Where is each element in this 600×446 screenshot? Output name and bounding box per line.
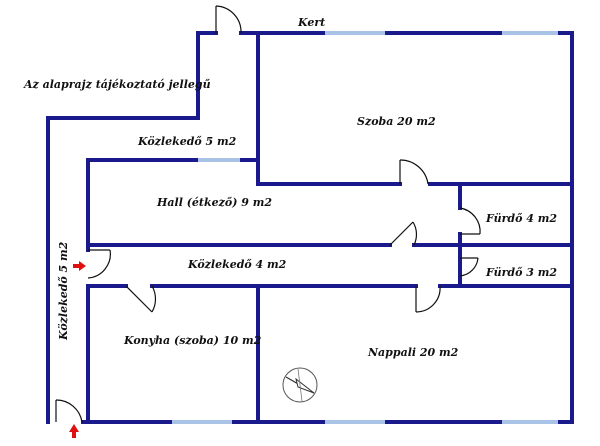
label-szoba: Szoba 20 m2 [357,115,436,128]
label-hall: Hall (étkező) 9 m2 [156,196,272,209]
label-kert: Kert [297,16,325,29]
doors [55,5,481,423]
label-konyha: Konyha (szoba) 10 m2 [123,334,262,347]
label-kozlekedo-top: Közlekedő 5 m2 [137,135,237,148]
entry-arrow-icon [69,424,79,438]
label-nappali: Nappali 20 m2 [367,346,459,359]
label-kozlekedo-side: Közlekedő 5 m2 [57,241,70,341]
windows [172,31,558,424]
room-labels: Kert Az alaprajz tájékoztató jellegű Szo… [23,16,557,359]
door-swing-icon [415,285,441,313]
door-swing-icon [215,5,242,34]
door-swing-icon [399,159,429,185]
outer-wall [46,31,218,424]
door-swing-icon [389,221,418,246]
door-swing-icon [87,249,111,279]
entry-arrow-icon [73,261,86,271]
label-furdo3: Fürdő 3 m2 [485,266,557,279]
label-kozlekedo-mid: Közlekedő 4 m2 [187,258,287,271]
door-swing-icon [459,257,479,277]
door-swing-icon [125,285,157,313]
walls [46,31,574,424]
door-swing-icon [55,399,83,423]
door-swing-icon [459,207,481,235]
label-note: Az alaprajz tájékoztató jellegű [23,78,211,91]
compass-icon [282,367,318,403]
label-furdo4: Fürdő 4 m2 [485,212,557,225]
